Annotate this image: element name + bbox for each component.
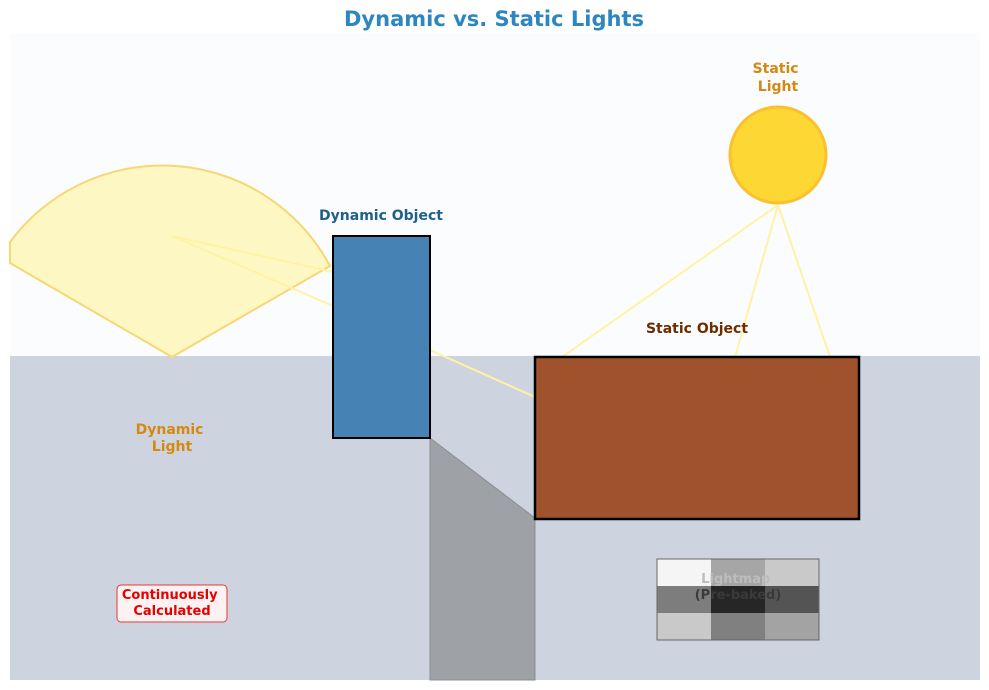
continuous-badge: Continuously Calculated [116, 584, 228, 623]
dynamic-light-label: Dynamic Light [136, 422, 209, 455]
dynamic-object [332, 235, 431, 439]
static-light-label-line1: Static [753, 61, 799, 77]
static-ray-mid [734, 204, 779, 358]
dynamic-ray-upper [171, 235, 334, 273]
continuous-badge-box [116, 584, 228, 623]
dynamic-ray-passing [429, 349, 536, 398]
spotlight-cone-icon [9, 164, 332, 359]
lightmap-grid [657, 559, 819, 640]
lightmap-cell [657, 559, 711, 586]
lightmap-cell [711, 586, 765, 613]
static-ray-left [561, 204, 779, 358]
lightmap-label-line2: (Pre-baked) [695, 588, 782, 603]
sun-icon [728, 105, 828, 205]
dynamic-object-label: Dynamic Object [319, 208, 443, 224]
dynamic-light [9, 164, 332, 359]
lightmap-cell [657, 613, 711, 640]
dynamic-shadow [429, 436, 536, 681]
dynamic-ray-lower [171, 235, 334, 307]
dynamic-light-label-line1: Dynamic [136, 422, 204, 438]
lightmap-cell [657, 586, 711, 613]
lightmap-label-line1: Lightmap [701, 572, 770, 587]
lightmap-cell [765, 586, 819, 613]
static-ray-right [777, 204, 831, 358]
continuous-badge-line2: Calculated [133, 604, 210, 619]
diagram-title: Dynamic vs. Static Lights [344, 7, 644, 31]
static-object [533, 355, 861, 521]
lightmap-cell [765, 559, 819, 586]
light-rays [171, 204, 831, 398]
static-light-label-line2: Light [758, 79, 799, 95]
lightmap-label: Lightmap (Pre-baked) [695, 572, 782, 603]
lightmap-border [656, 558, 820, 641]
lightmap-cell [765, 613, 819, 640]
continuous-badge-line1: Continuously [122, 588, 218, 603]
static-object-label: Static Object [646, 321, 748, 337]
lightmap-cell [711, 559, 765, 586]
dynamic-light-label-line2: Light [152, 439, 193, 455]
static-light-label: Static Light [753, 61, 804, 95]
lightmap-cell [711, 613, 765, 640]
lightmap: Lightmap (Pre-baked) [656, 558, 820, 641]
continuous-badge-text: Continuously Calculated [122, 588, 222, 619]
